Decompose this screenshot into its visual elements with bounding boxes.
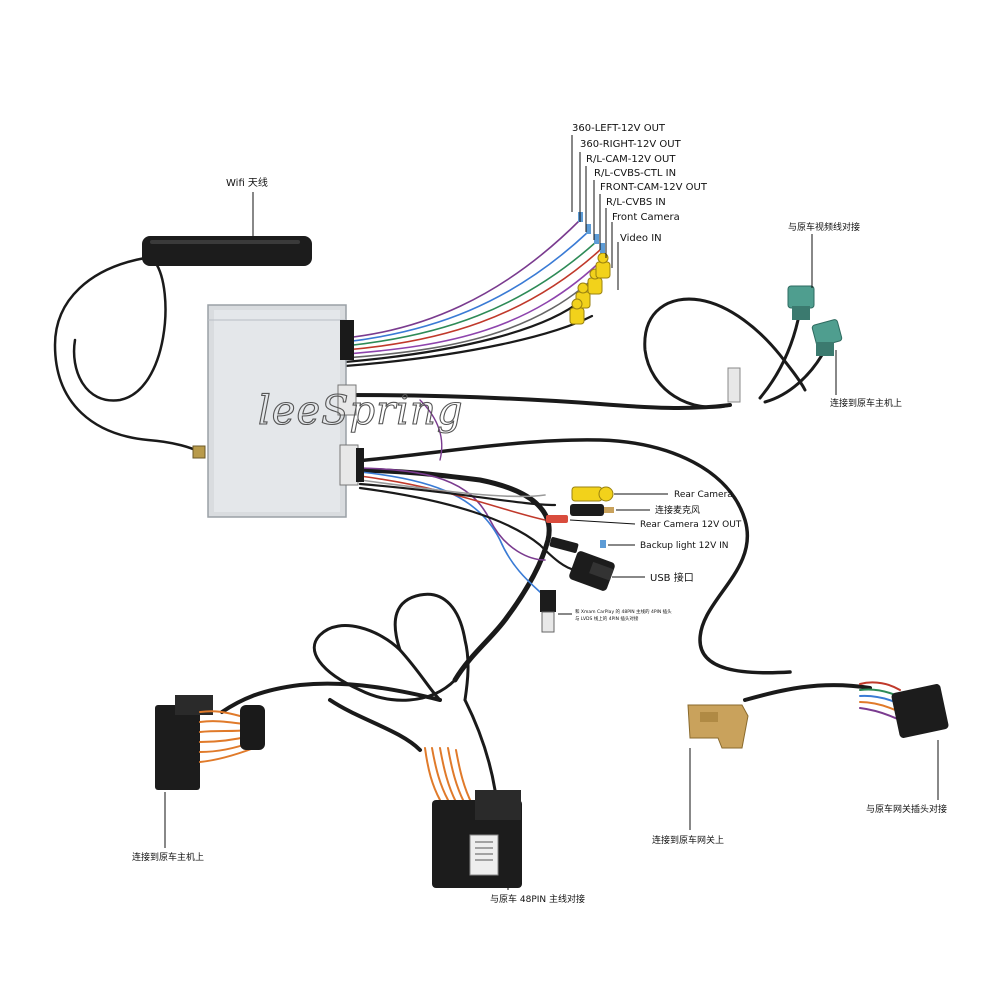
pin-terminal xyxy=(594,234,599,244)
wifi-antenna-cable-loop xyxy=(72,260,167,402)
gateway-harness xyxy=(743,683,872,702)
host-plug-body xyxy=(155,705,200,790)
pin-terminal xyxy=(586,224,591,234)
label-front-camera: Front Camera xyxy=(612,212,680,223)
video-cable-loop xyxy=(643,297,807,409)
wire-gray-low xyxy=(359,479,546,498)
48pin-plug-label xyxy=(469,834,499,876)
brand-watermark: leeSpring xyxy=(258,388,463,434)
label-wifi-antenna: Wifi 天线 xyxy=(226,176,268,189)
wifi-antenna xyxy=(142,236,312,459)
wire-rl-cvbs-ctl xyxy=(344,249,601,351)
wire-purple-mid xyxy=(419,399,443,461)
label-rl-cvbs-ctl-in: R/L-CVBS-CTL IN xyxy=(594,168,676,179)
label-rear-camera: Rear Camera xyxy=(674,490,733,500)
label-usb-port: USB 接口 xyxy=(650,571,694,584)
rear-cam-power-plug xyxy=(546,515,568,523)
label-mic: 连接麦克风 xyxy=(655,504,700,516)
label-backup-light: Backup light 12V IN xyxy=(640,541,729,551)
leader-lines xyxy=(164,135,939,890)
video-cable-tag xyxy=(727,367,741,403)
harness-right-drop xyxy=(463,698,497,792)
wire-rl-cam xyxy=(344,241,597,347)
wire-360-right xyxy=(344,231,589,343)
label-front-cam-out: FRONT-CAM-12V OUT xyxy=(600,182,708,193)
wire-rca-1 xyxy=(343,298,584,364)
cable-layer xyxy=(53,256,872,792)
lower-connectors xyxy=(540,486,615,633)
label-48pin: 与原车 48PIN 主线对接 xyxy=(490,893,585,905)
box-port-bottom xyxy=(339,444,359,486)
label-360-right-out: 360-RIGHT-12V OUT xyxy=(580,139,682,150)
connector-48pin xyxy=(424,747,522,888)
wire-front-cam xyxy=(344,257,605,355)
gateway-tan-plug xyxy=(687,704,749,749)
rca-connector xyxy=(587,268,603,295)
label-rear-cam-12v-out: Rear Camera 12V OUT xyxy=(640,520,742,530)
label-video-line: 与原车视频线对接 xyxy=(788,221,860,233)
leader-rear-cam-out xyxy=(569,519,636,525)
orange-wire-bundle xyxy=(424,747,473,805)
video-cable-branch-b xyxy=(763,353,824,404)
label-4pin-note-2: 与 LVDS 线上的 4PIN 插头对接 xyxy=(575,615,639,622)
video-cable-trunk xyxy=(343,393,732,410)
rca-connectors-top xyxy=(569,212,611,325)
label-host-top: 连接到原车主机上 xyxy=(830,397,902,409)
rear-camera-rca xyxy=(571,486,614,502)
main-harness-bundle xyxy=(342,467,552,683)
harness-to-48pin xyxy=(328,698,422,752)
fakra-connectors xyxy=(727,285,843,403)
backup-light-wire-end xyxy=(549,536,579,554)
rca-connector xyxy=(569,298,585,325)
antenna-sma-connector xyxy=(192,445,206,459)
label-host-left: 连接到原车主机上 xyxy=(132,851,204,863)
pin-terminal xyxy=(600,243,605,253)
box-port-middle xyxy=(337,384,357,416)
label-360-left-out: 360-LEFT-12V OUT xyxy=(572,123,666,134)
rca-connector xyxy=(595,252,611,279)
label-rl-cam-out: R/L-CAM-12V OUT xyxy=(586,154,676,165)
wire-blue-low xyxy=(359,471,549,601)
wire-purple-low xyxy=(359,467,546,561)
label-gateway-plug: 与原车网关插头对接 xyxy=(866,803,947,815)
wire-rl-cvbs-in xyxy=(344,265,607,359)
wire-usb xyxy=(358,486,577,572)
label-4pin-note-1: 和 Xmam CarPlay 的 48PIN 主线的 4PIN 插头 xyxy=(575,608,672,615)
harness-to-left-plug xyxy=(220,681,442,714)
label-video-in: Video IN xyxy=(620,233,662,244)
labels: Wifi 天线 360-LEFT-12V OUT 360-RIGHT-12V O… xyxy=(132,123,947,905)
video-cable-branch-a xyxy=(758,318,800,400)
wire-mic xyxy=(358,482,557,507)
wifi-antenna-cable xyxy=(53,256,202,454)
label-gateway-connect: 连接到原车网关上 xyxy=(652,834,724,846)
host-connector-left xyxy=(155,695,265,790)
gateway-black-plug xyxy=(891,684,949,738)
box-port-top xyxy=(340,320,354,360)
wire-red-low xyxy=(359,475,546,521)
fakra-connector-a xyxy=(787,285,815,309)
gateway-connectors xyxy=(687,681,949,749)
harness-loop-left xyxy=(312,624,457,702)
usb-connector xyxy=(569,551,615,591)
mic-jack xyxy=(570,504,614,516)
harness-loop-top xyxy=(393,592,470,702)
interface-box xyxy=(207,304,364,518)
wire-360-left xyxy=(344,219,581,339)
label-rl-cvbs-in: R/L-CVBS IN xyxy=(606,197,666,208)
gateway-cable xyxy=(343,438,792,675)
4pin-plug xyxy=(540,590,556,612)
